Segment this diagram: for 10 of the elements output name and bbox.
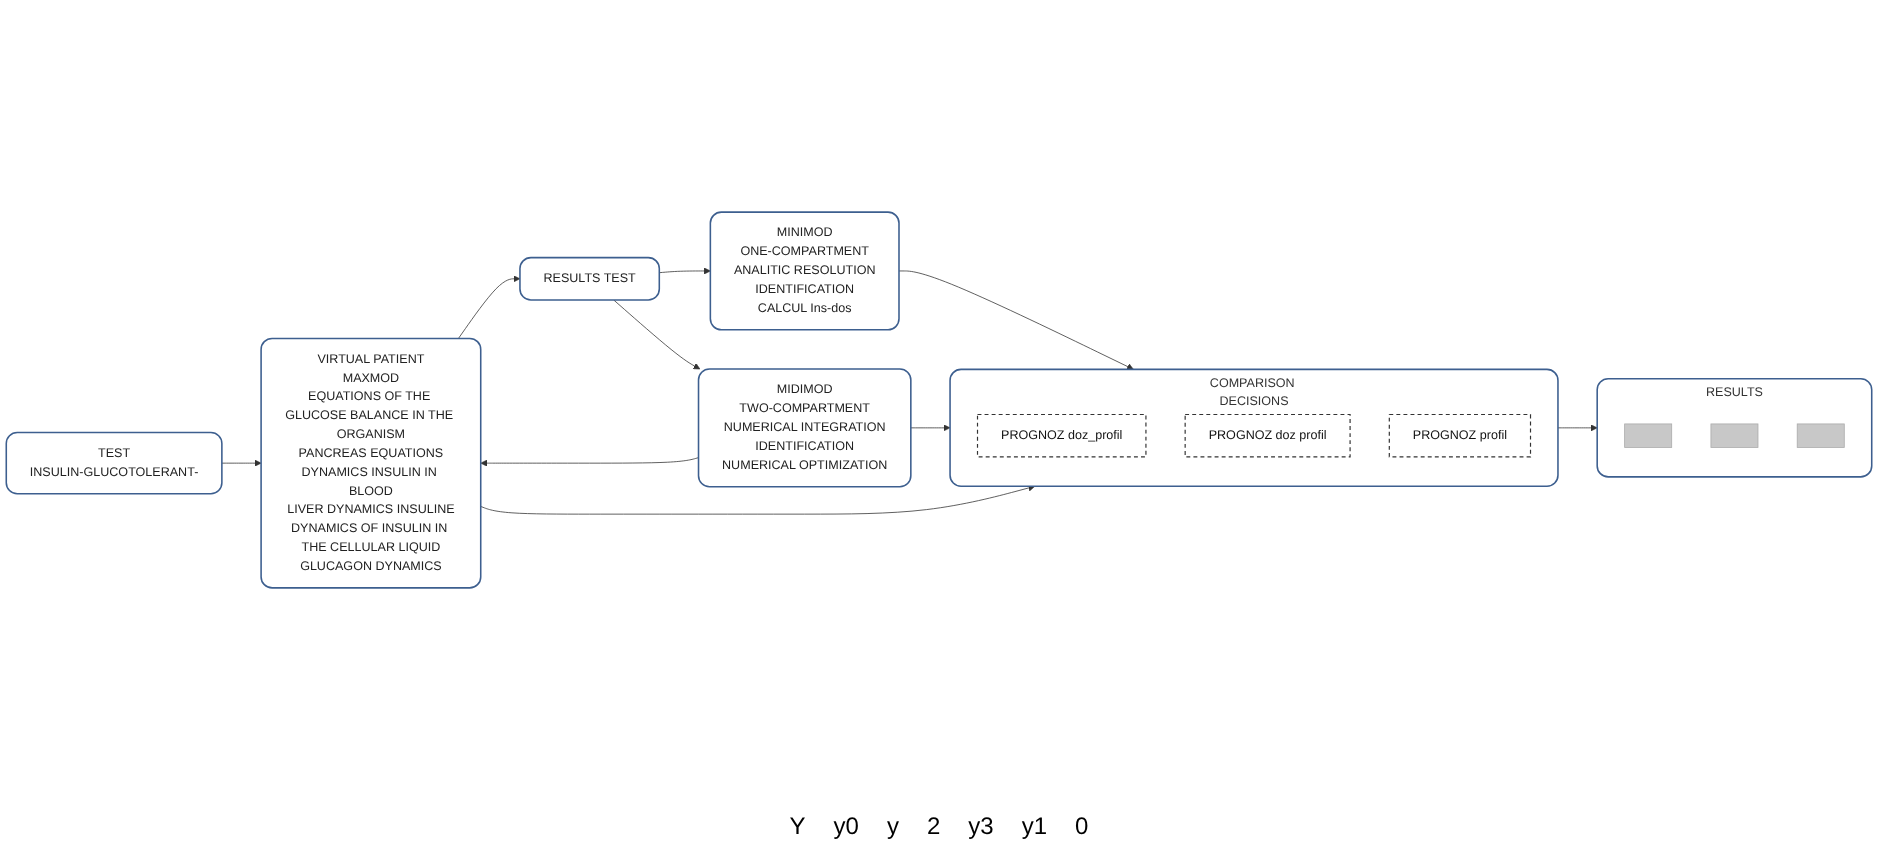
axis-label: 2 [926, 811, 941, 839]
axis-label: y1 [1021, 811, 1048, 839]
axis-label: y [886, 811, 899, 839]
axis-label: Y [789, 811, 806, 839]
node-box [1796, 423, 1845, 448]
node-box [1624, 423, 1673, 448]
axis-label: 0 [1075, 811, 1089, 839]
axis-label: y0 [833, 811, 859, 839]
axis-label: y3 [968, 811, 994, 839]
node-box [1710, 423, 1759, 448]
